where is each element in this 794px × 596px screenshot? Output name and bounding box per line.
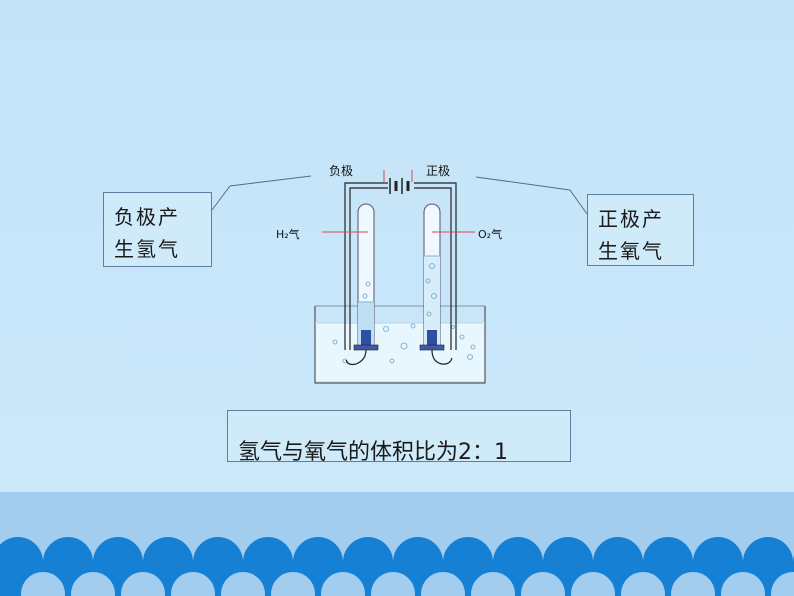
left-leader-line-2 <box>211 185 231 211</box>
o2-gas-label: O₂气 <box>478 228 503 241</box>
left-callout-box: 负极产 生氢气 <box>103 192 212 267</box>
positive-terminal-label: 正极 <box>426 164 451 178</box>
wave-band <box>0 537 794 596</box>
left-callout-line2: 生氢气 <box>114 237 180 261</box>
oxygen-tube <box>419 203 453 365</box>
left-leader-line <box>229 175 312 187</box>
right-callout-box: 正极产 生氧气 <box>587 194 694 266</box>
wave-gap <box>471 572 515 596</box>
wave-gap <box>371 572 415 596</box>
hydrogen-tube <box>345 203 379 366</box>
conclusion-text: 氢气与氧气的体积比为2：1 <box>238 440 508 465</box>
wave-gap <box>271 572 315 596</box>
left-callout-line1: 负极产 <box>114 205 180 229</box>
wave-gap <box>571 572 615 596</box>
wave-gap <box>721 572 765 596</box>
wave-gap <box>121 572 165 596</box>
right-callout-line1: 正极产 <box>598 207 664 231</box>
wave-gap <box>771 572 794 596</box>
circuit-wires <box>344 182 457 350</box>
right-leader-line-2 <box>569 189 588 215</box>
wave-gap <box>321 572 365 596</box>
right-callout-line2: 生氧气 <box>598 239 664 263</box>
wave-gap <box>171 572 215 596</box>
wave-gap <box>671 572 715 596</box>
bubbles <box>332 323 476 364</box>
battery-icon <box>389 178 410 194</box>
conclusion-box: 氢气与氧气的体积比为2：1 <box>227 410 571 465</box>
water-trough <box>314 305 486 384</box>
h2-gas-label: H₂气 <box>276 228 300 241</box>
wave-gap <box>221 572 265 596</box>
wave-gap <box>21 572 65 596</box>
negative-terminal-label: 负极 <box>329 164 354 178</box>
wave-gap <box>521 572 565 596</box>
wave-gap <box>71 572 115 596</box>
right-leader-line <box>475 176 571 191</box>
wave-gap <box>621 572 665 596</box>
wave-gap <box>421 572 465 596</box>
